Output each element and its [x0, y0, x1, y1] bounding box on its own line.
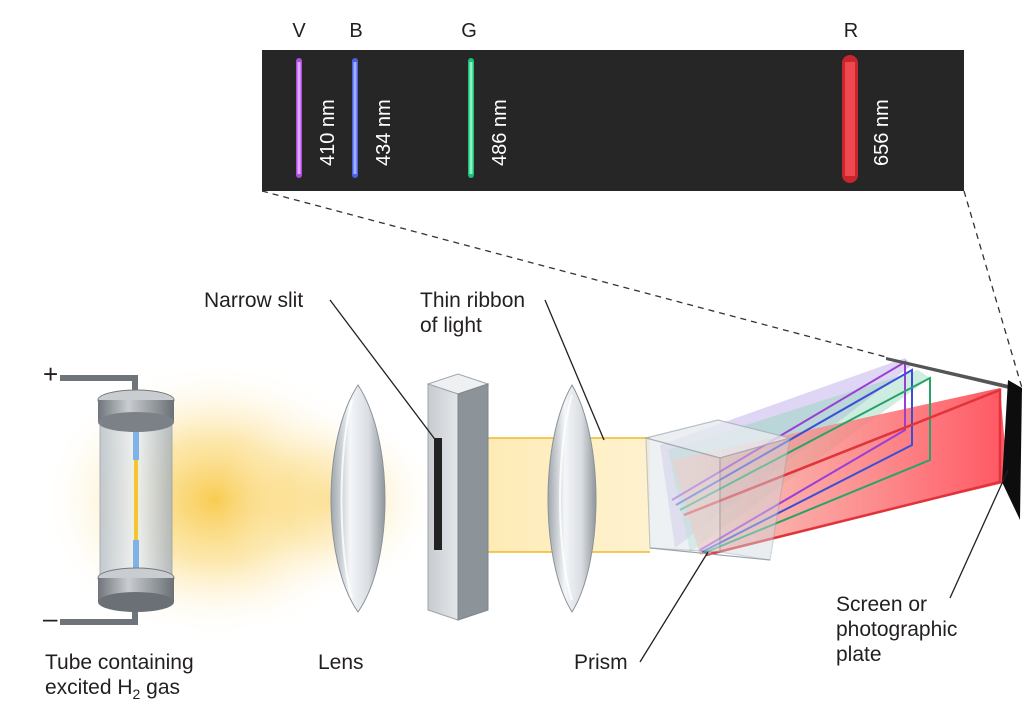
wavelength-label-410: 410 nm	[317, 99, 339, 166]
spectrum-letter-r: R	[843, 20, 859, 42]
label-tube-subscript: 2	[132, 686, 141, 703]
leader-prism	[639, 551, 709, 663]
slit-block	[426, 373, 490, 621]
projection-line-right	[963, 190, 1023, 389]
spectrum-line-green	[468, 58, 474, 178]
prism	[643, 419, 793, 561]
gas-tube	[60, 375, 175, 625]
label-screen-line2: photographic	[836, 618, 958, 641]
label-lens: Lens	[318, 651, 364, 674]
wavelength-label-486: 486 nm	[489, 99, 511, 166]
wavelength-label-434: 434 nm	[373, 99, 395, 166]
label-tube-line1: Tube containing	[45, 651, 194, 674]
leader-narrow-slit	[329, 299, 441, 447]
label-tube-prefix: excited H	[45, 676, 133, 699]
label-screen-line3: plate	[836, 643, 882, 666]
spectrum-letter-v: V	[292, 20, 306, 42]
label-screen-line1: Screen or	[836, 593, 928, 616]
spectrum-panel	[262, 50, 964, 191]
projection-line-left	[261, 190, 887, 358]
label-screen: Screen or photographic plate	[836, 592, 957, 667]
lens-right	[547, 384, 597, 613]
label-tube: Tube containing excited H2 gas	[45, 650, 194, 707]
plus-label: +	[43, 359, 59, 389]
label-ribbon: Thin ribbon of light	[420, 288, 525, 338]
label-tube-line2: excited H2 gas	[45, 675, 194, 707]
spectrum-line-blue	[352, 58, 358, 178]
wavelength-label-656: 656 nm	[871, 99, 893, 166]
minus-label: –	[43, 603, 58, 633]
spectrum-line-red	[842, 55, 858, 183]
label-narrow-slit: Narrow slit	[204, 289, 304, 312]
dispersed-beams	[660, 358, 1008, 557]
leader-ribbon	[544, 299, 605, 441]
label-prism: Prism	[574, 651, 628, 674]
spectrum-letter-g: G	[461, 20, 477, 42]
label-ribbon-line2: of light	[420, 314, 482, 337]
label-ribbon-line1: Thin ribbon	[420, 289, 526, 312]
lens-left	[330, 384, 386, 613]
screen-plate	[886, 357, 1022, 520]
label-tube-suffix: gas	[140, 676, 181, 699]
leader-screen	[949, 469, 1009, 599]
spectrum-letter-b: B	[349, 20, 363, 42]
spectrum-line-violet	[296, 58, 302, 178]
